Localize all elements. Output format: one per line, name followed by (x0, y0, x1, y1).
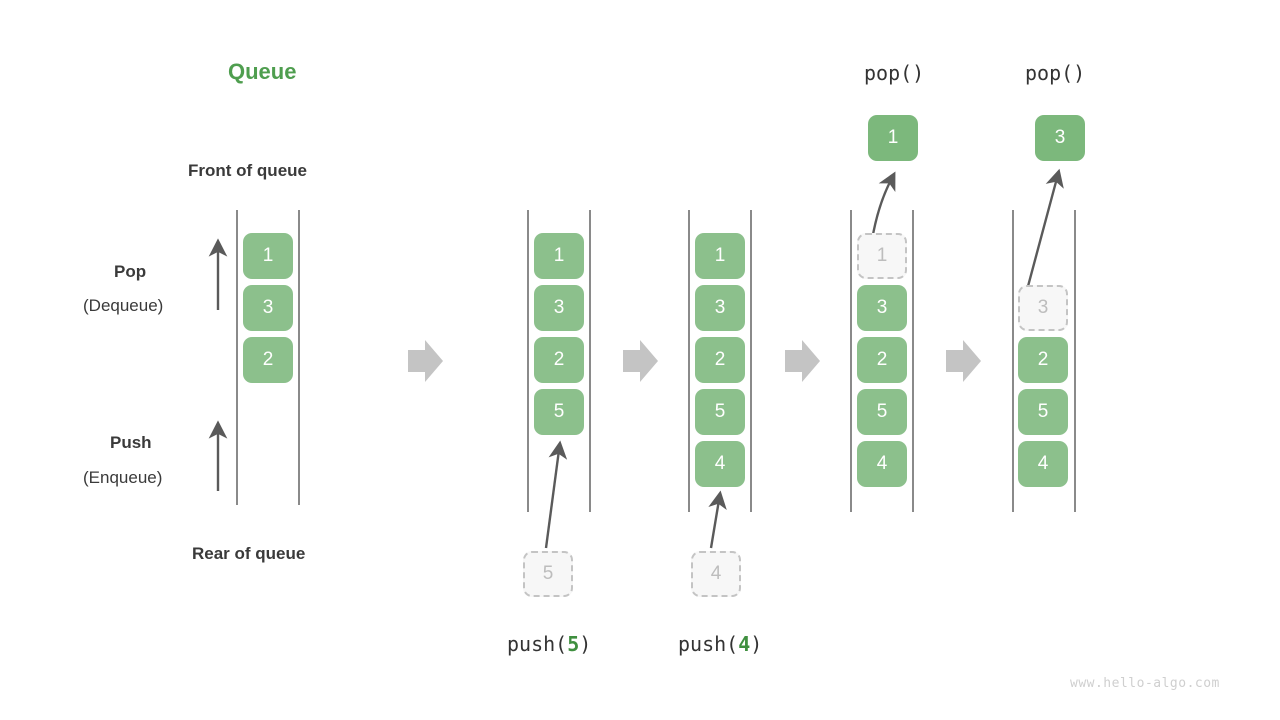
push-4-close: ) (750, 632, 763, 656)
queue-cell: 3 (857, 285, 907, 331)
watermark: www.hello-algo.com (1070, 676, 1220, 691)
pop-sublabel: (Dequeue) (83, 296, 164, 315)
push-sublabel: (Enqueue) (83, 468, 163, 487)
queue-cell: 2 (1018, 337, 1068, 383)
queue-cell: 1 (534, 233, 584, 279)
push-5-caption: push(5) (507, 632, 591, 656)
queue-cell: 3 (534, 285, 584, 331)
queue-cell: 5 (534, 389, 584, 435)
page-title: Queue (228, 59, 297, 84)
popped-cell: 1 (868, 115, 918, 161)
queue-cell: 2 (243, 337, 293, 383)
front-of-queue-label: Front of queue (188, 161, 307, 180)
queue-cell: 2 (857, 337, 907, 383)
push-4-caption: push(4) (678, 632, 762, 656)
push-5-close: ) (579, 632, 592, 656)
queue-cell: 5 (695, 389, 745, 435)
push-5-arrow (544, 440, 568, 549)
queue-cell: 3 (243, 285, 293, 331)
pop-1-caption: pop() (864, 61, 925, 85)
push-4-fn: push( (678, 632, 739, 656)
transition-arrow-3 (785, 340, 820, 382)
push-4-arg: 4 (738, 632, 751, 656)
rear-of-queue-label: Rear of queue (192, 544, 306, 563)
pop-3-arrow (1025, 168, 1064, 291)
pop-1-arrow (870, 171, 896, 241)
queue-cell: 2 (695, 337, 745, 383)
popped-cell: 3 (1035, 115, 1085, 161)
queue-cell: 3 (695, 285, 745, 331)
removed-ghost-cell: 3 (1018, 285, 1068, 331)
queue-cell: 4 (695, 441, 745, 487)
queue-cell: 1 (695, 233, 745, 279)
push-5-arg: 5 (567, 632, 580, 656)
push-label: Push (110, 433, 152, 452)
queue-cell: 2 (534, 337, 584, 383)
transition-arrow-4 (946, 340, 981, 382)
queue-cell: 4 (1018, 441, 1068, 487)
incoming-ghost-cell: 5 (523, 551, 573, 597)
push-4-arrow (708, 490, 727, 549)
queue-cell: 5 (1018, 389, 1068, 435)
transition-arrow-2 (623, 340, 658, 382)
queue-cell: 5 (857, 389, 907, 435)
queue-cell: 1 (243, 233, 293, 279)
incoming-ghost-cell: 4 (691, 551, 741, 597)
removed-ghost-cell: 1 (857, 233, 907, 279)
pop-2-caption: pop() (1025, 61, 1086, 85)
push-5-fn: push( (507, 632, 568, 656)
queue-cell: 4 (857, 441, 907, 487)
pop-label: Pop (114, 262, 147, 281)
transition-arrow-1 (408, 340, 443, 382)
